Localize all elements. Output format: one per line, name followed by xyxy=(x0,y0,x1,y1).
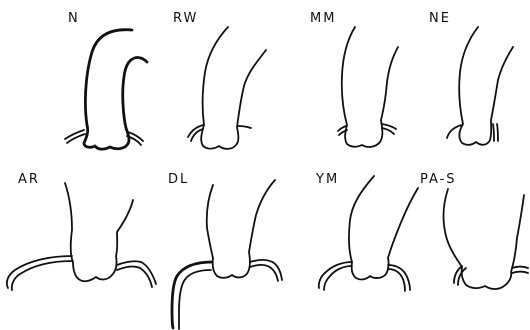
panel-ar: AR xyxy=(7,172,156,290)
panel-mm: MM xyxy=(310,11,398,147)
panel-pa-s: PA-S xyxy=(420,172,528,289)
panel-ne: NE xyxy=(429,11,513,145)
panel-label-n: N xyxy=(68,11,80,26)
panel-n: N xyxy=(65,11,147,149)
panel-label-mm: MM xyxy=(310,11,336,26)
outline-ne xyxy=(447,27,513,145)
panel-label-pa-s: PA-S xyxy=(420,172,457,187)
panel-label-ym: YM xyxy=(315,172,339,187)
outline-ar xyxy=(7,183,156,290)
outline-rw xyxy=(188,27,266,149)
panel-label-ne: NE xyxy=(429,11,451,26)
outline-pa-s xyxy=(444,189,528,289)
panel-ym: YM xyxy=(315,172,418,291)
panel-dl: DL xyxy=(168,172,282,329)
outline-dl xyxy=(172,180,282,329)
outline-ym xyxy=(319,176,418,291)
panel-label-dl: DL xyxy=(168,172,189,187)
panel-label-ar: AR xyxy=(18,172,40,187)
outline-mm xyxy=(338,27,398,147)
panel-label-rw: RW xyxy=(173,11,198,26)
outline-n xyxy=(65,30,147,149)
panel-rw: RW xyxy=(173,11,266,149)
